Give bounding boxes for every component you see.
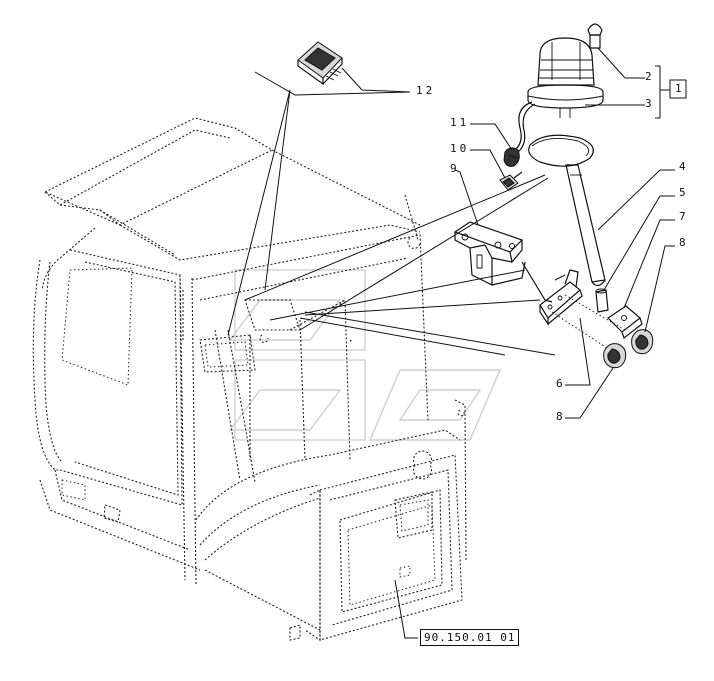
nut-part-lower bbox=[603, 343, 627, 369]
callout-8-lower: 8 bbox=[556, 410, 563, 423]
leader-lines-mounting bbox=[244, 174, 566, 356]
mounting-bracket-part bbox=[453, 221, 553, 303]
callout-2: 2 bbox=[645, 70, 652, 83]
leader-lines-part-12 bbox=[227, 71, 411, 336]
grommet-part bbox=[503, 147, 520, 167]
reference-label: 90.150.01 01 bbox=[420, 629, 520, 646]
clamp-plate-part bbox=[607, 305, 643, 339]
connector-part bbox=[499, 171, 523, 191]
mounting-tube-part bbox=[565, 164, 606, 287]
callout-leaders bbox=[341, 47, 687, 639]
bush-part bbox=[595, 288, 609, 313]
beacon-lamp-part bbox=[514, 23, 604, 167]
base-plate-part bbox=[539, 269, 626, 351]
watermark-logo bbox=[228, 269, 502, 441]
callout-11: 11 bbox=[450, 116, 470, 129]
callout-10: 10 bbox=[450, 142, 470, 155]
nut-part-upper bbox=[631, 329, 654, 355]
callout-9: 9 bbox=[450, 162, 457, 175]
callout-1: 1 bbox=[675, 82, 682, 95]
callout-6: 6 bbox=[556, 377, 563, 390]
callout-3: 3 bbox=[645, 97, 652, 110]
callout-8-upper: 8 bbox=[679, 236, 686, 249]
callout-4: 4 bbox=[679, 160, 686, 173]
callout-12: 12 bbox=[416, 84, 436, 97]
callout-7: 7 bbox=[679, 210, 686, 223]
callout-5: 5 bbox=[679, 186, 686, 199]
rocker-switch-part bbox=[297, 41, 343, 86]
cab-body bbox=[32, 117, 467, 642]
reference-code: 90.150.01 01 bbox=[424, 631, 516, 644]
